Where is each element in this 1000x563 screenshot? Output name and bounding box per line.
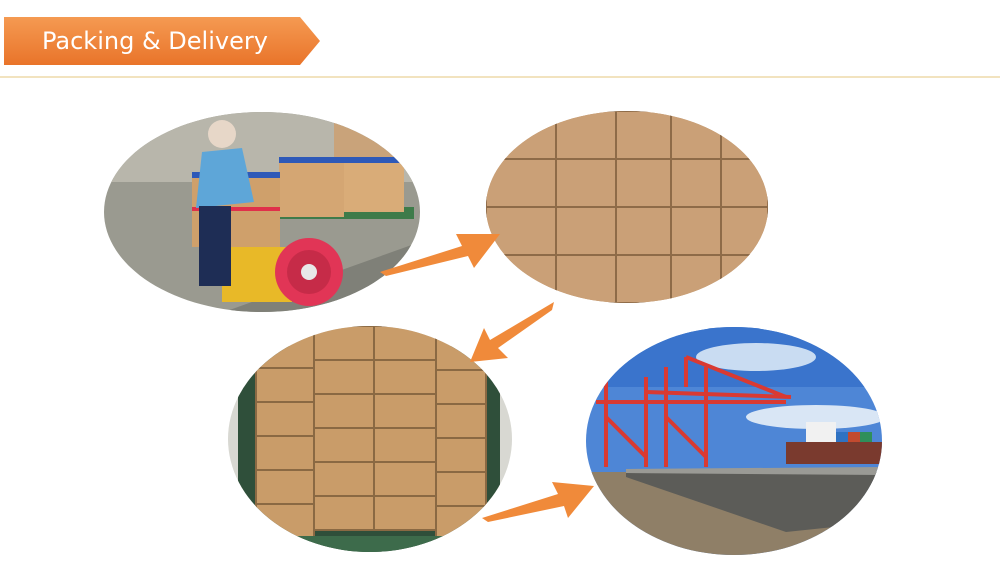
photo-port <box>586 327 882 555</box>
photo-packing <box>104 112 420 312</box>
page-title: Packing & Delivery <box>42 27 268 55</box>
photo-carton-stack <box>486 111 768 303</box>
header-divider <box>0 76 1000 78</box>
photo-container-loading <box>228 326 512 552</box>
arrow-down-left-icon <box>470 302 554 362</box>
arrow-right-lower-icon <box>482 482 594 522</box>
arrow-right-icon <box>380 234 500 276</box>
banner-arrow-shape <box>4 17 320 65</box>
section-header-banner: Packing & Delivery <box>4 17 320 65</box>
